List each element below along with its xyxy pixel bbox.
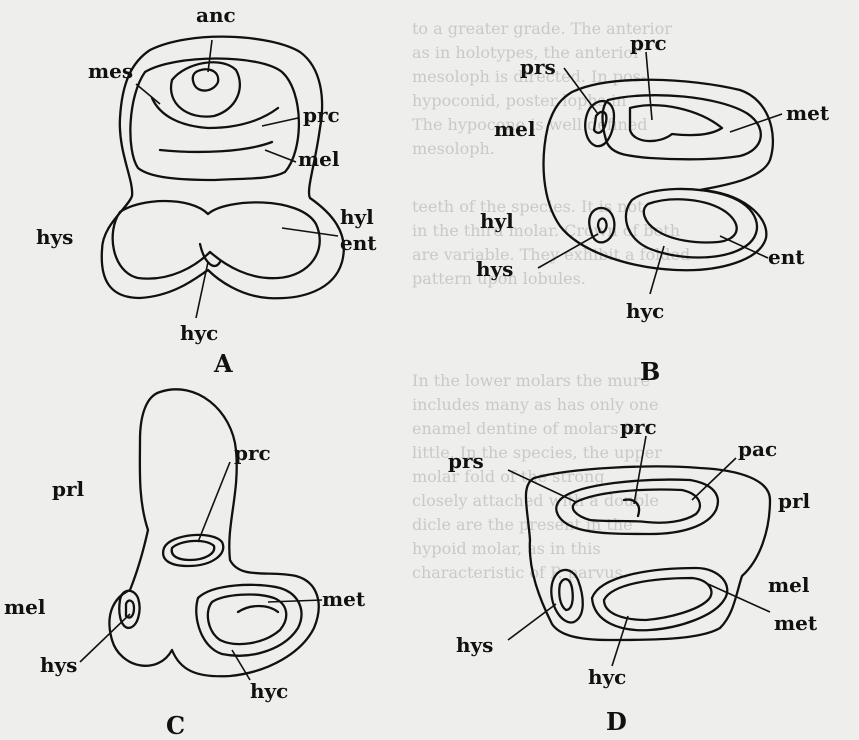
panel-label-d: D xyxy=(606,707,627,736)
label-hyl-b: hyl xyxy=(480,209,514,233)
leader-prc-a xyxy=(262,118,298,126)
leader-hys-d xyxy=(508,604,556,640)
label-ent-a: ent xyxy=(340,231,377,255)
label-hys-a: hys xyxy=(36,225,73,249)
label-prc-a: prc xyxy=(303,103,340,127)
label-prc-b: prc xyxy=(630,31,667,55)
label-prl-d: prl xyxy=(778,489,811,513)
bg-line: hypoid molar, as in this xyxy=(412,539,601,558)
lower-inner-d xyxy=(604,578,711,620)
label-hyc-c: hyc xyxy=(250,679,288,703)
leader-ent-a xyxy=(282,228,338,236)
mesoloph-fold-a xyxy=(152,98,278,128)
bg-line: hypoconid, poster lophs in xyxy=(412,91,626,110)
label-hys-d: hys xyxy=(456,633,493,657)
bg-line: mesoloph. xyxy=(412,139,495,158)
leader-mes-a xyxy=(136,84,160,104)
leader-met-b xyxy=(730,114,782,132)
hypoconid-fold-a xyxy=(200,244,220,266)
bg-line: in the third molar. Crown of both xyxy=(412,221,680,240)
label-ent-b: ent xyxy=(768,245,805,269)
label-hys-b: hys xyxy=(476,257,513,281)
lower-lobe-a xyxy=(113,201,320,279)
label-hys-c: hys xyxy=(40,653,77,677)
label-mes-a: mes xyxy=(88,59,133,83)
leader-anc-a xyxy=(208,40,212,72)
label-prl-c: prl xyxy=(52,477,85,501)
label-prs-b: prs xyxy=(520,55,556,79)
protocone-fold-a xyxy=(160,142,272,152)
panel-label-a: A xyxy=(213,349,233,378)
protocone-inner-c xyxy=(172,541,215,560)
figure-c: prc prl mel met hys hyc C xyxy=(4,389,366,740)
leader-prc-c xyxy=(198,462,230,542)
label-hyc-d: hyc xyxy=(588,665,626,689)
figure-a: anc mes prc mel hys hyl ent hyc A xyxy=(36,3,377,378)
label-met-d: met xyxy=(774,611,818,635)
anterocone-inner-a xyxy=(193,69,219,90)
leader-prc-b xyxy=(646,52,652,120)
label-mel-c: mel xyxy=(4,595,46,619)
label-mel-b: mel xyxy=(494,117,536,141)
bg-line: characteristic of P. parvus. xyxy=(412,563,628,582)
label-met-b: met xyxy=(786,101,830,125)
label-hyc-a: hyc xyxy=(180,321,218,345)
label-prs-d: prs xyxy=(448,449,484,473)
label-hyc-b: hyc xyxy=(626,299,664,323)
leader-hys-c xyxy=(80,614,130,662)
metacone-fold-c xyxy=(238,606,278,612)
label-hyl-a: hyl xyxy=(340,205,374,229)
label-met-c: met xyxy=(322,587,366,611)
panel-label-b: B xyxy=(640,357,660,386)
leader-mel-a xyxy=(265,150,296,162)
label-prc-c: prc xyxy=(234,441,271,465)
label-anc-a: anc xyxy=(196,3,236,27)
bg-line: includes many as has only one xyxy=(412,395,659,414)
hypostyle-inner-d xyxy=(559,579,573,610)
label-prc-d: prc xyxy=(620,415,657,439)
bg-line: closely attached with a double xyxy=(412,491,659,510)
label-mel-d: mel xyxy=(768,573,810,597)
bg-line: In the lower molars the mure xyxy=(412,371,650,390)
panel-label-c: C xyxy=(166,711,185,740)
bg-line: teeth of the species. It is not xyxy=(412,197,644,216)
bg-line: enamel dentine of molars is xyxy=(412,419,637,438)
label-mel-a: mel xyxy=(298,147,340,171)
leader-hyc-a xyxy=(196,262,208,318)
label-pac-d: pac xyxy=(738,437,777,461)
bg-line: dicle are the present in the xyxy=(412,515,633,534)
leader-pac-d xyxy=(692,458,736,500)
upper-lobe-a xyxy=(130,59,299,181)
